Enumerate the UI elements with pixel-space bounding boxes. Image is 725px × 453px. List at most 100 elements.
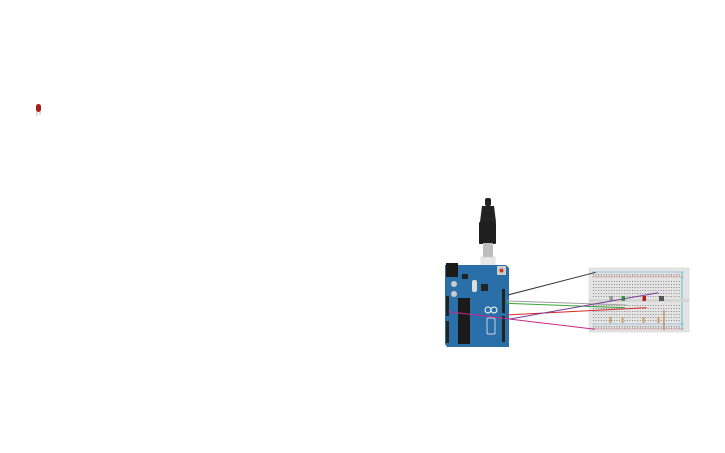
breadboard-hole — [619, 314, 620, 315]
breadboard-hole — [665, 275, 667, 277]
breadboard-hole — [645, 305, 646, 306]
breadboard-hole — [600, 274, 602, 275]
breadboard-hole — [639, 305, 641, 306]
breadboard-hole — [621, 287, 623, 288]
breadboard-hole — [637, 305, 639, 306]
breadboard-hole — [647, 317, 649, 318]
breadboard-hole — [608, 284, 610, 285]
breadboard-hole — [673, 317, 675, 318]
breadboard-hole — [676, 308, 678, 309]
breadboard-hole — [655, 314, 657, 315]
breadboard-hole — [629, 305, 631, 306]
breadboard-hole — [645, 314, 646, 315]
breadboard-hole — [613, 275, 615, 277]
breadboard-hole — [642, 281, 644, 282]
breadboard-hole — [665, 287, 667, 288]
breadboard-hole — [616, 314, 618, 315]
breadboard-hole — [637, 326, 639, 327]
breadboard-hole — [668, 296, 670, 297]
breadboard-hole — [600, 308, 602, 309]
breadboard-hole — [645, 281, 646, 282]
breadboard-hole — [632, 274, 633, 275]
breadboard-hole — [595, 320, 597, 321]
breadboard-hole — [673, 308, 675, 309]
breadboard-hole — [619, 311, 620, 312]
breadboard-hole — [650, 290, 652, 291]
breadboard-hole — [600, 320, 602, 321]
breadboard-hole — [613, 311, 615, 312]
breadboard-hole — [678, 275, 680, 277]
breadboard-hole — [619, 308, 620, 309]
breadboard-hole — [655, 274, 657, 275]
breadboard-hole — [665, 327, 667, 329]
breadboard-hole — [639, 327, 641, 329]
breadboard-hole — [652, 320, 654, 321]
breadboard-hole — [603, 274, 605, 275]
breadboard-hole — [668, 314, 670, 315]
breadboard-hole — [665, 284, 667, 285]
breadboard-hole — [598, 317, 600, 318]
breadboard-hole — [668, 275, 670, 277]
breadboard-hole — [619, 305, 620, 306]
breadboard[interactable] — [588, 267, 690, 333]
breadboard-hole — [676, 281, 678, 282]
breadboard-hole — [603, 327, 605, 329]
breadboard-hole — [647, 274, 649, 275]
breadboard-hole — [595, 327, 597, 329]
breadboard-hole — [652, 287, 654, 288]
breadboard-hole — [647, 308, 649, 309]
breadboard-hole — [637, 327, 639, 329]
breadboard-hole — [650, 320, 652, 321]
breadboard-hole — [665, 320, 667, 321]
breadboard-hole — [650, 281, 652, 282]
breadboard-hole — [600, 290, 602, 291]
breadboard-hole — [603, 326, 605, 327]
arduino-uno-board[interactable] — [445, 263, 509, 347]
breadboard-hole — [658, 326, 659, 327]
breadboard-hole — [660, 275, 662, 277]
breadboard-hole — [642, 305, 644, 306]
led-component[interactable] — [36, 104, 41, 116]
breadboard-hole — [673, 281, 675, 282]
breadboard-hole — [637, 274, 639, 275]
breadboard-hole — [678, 284, 680, 285]
led-gray[interactable] — [609, 296, 614, 301]
breadboard-hole — [606, 311, 607, 312]
breadboard-hole — [655, 296, 657, 297]
breadboard-hole — [642, 274, 644, 275]
breadboard-hole — [642, 311, 644, 312]
breadboard-hole — [665, 305, 667, 306]
breadboard-hole — [603, 275, 605, 277]
breadboard-hole — [595, 317, 597, 318]
breadboard-hole — [616, 284, 618, 285]
breadboard-hole — [671, 327, 672, 329]
breadboard-hole — [611, 320, 613, 321]
push-button[interactable] — [659, 296, 664, 301]
breadboard-hole — [676, 274, 678, 275]
breadboard-hole — [658, 293, 659, 294]
breadboard-hole — [606, 296, 607, 297]
wires[interactable] — [448, 271, 659, 330]
breadboard-hole — [619, 326, 620, 327]
breadboard-hole — [665, 314, 667, 315]
breadboard-hole — [642, 287, 644, 288]
breadboard-hole — [658, 287, 659, 288]
resistors — [609, 317, 660, 323]
breadboard-hole — [639, 287, 641, 288]
breadboard-hole — [668, 327, 670, 329]
breadboard-hole — [608, 281, 610, 282]
breadboard-hole — [678, 311, 680, 312]
breadboard-hole — [621, 293, 623, 294]
breadboard-hole — [603, 296, 605, 297]
breadboard-hole — [652, 311, 654, 312]
breadboard-hole — [600, 326, 602, 327]
breadboard-hole — [624, 305, 626, 306]
breadboard-hole — [613, 320, 615, 321]
breadboard-hole — [660, 326, 662, 327]
breadboard-hole — [606, 317, 607, 318]
breadboard-hole — [647, 290, 649, 291]
led-red[interactable] — [642, 296, 647, 301]
breadboard-hole — [624, 311, 626, 312]
breadboard-hole — [611, 305, 613, 306]
